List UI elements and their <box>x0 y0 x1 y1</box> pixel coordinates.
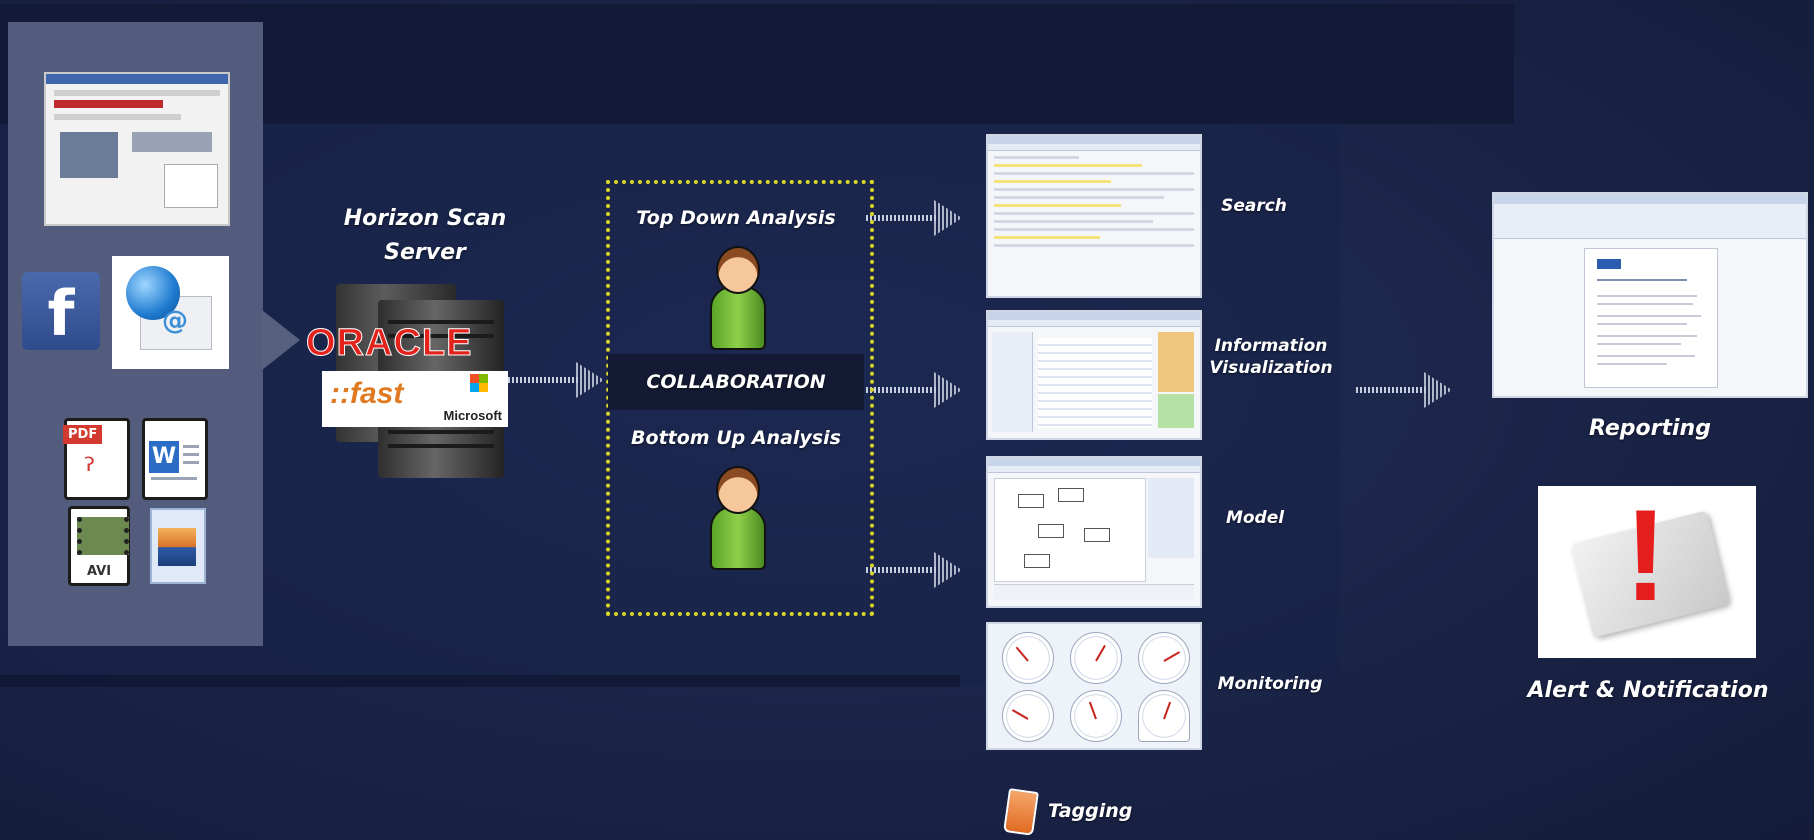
email-icon: @ <box>112 256 229 369</box>
search-screenshot <box>986 134 1202 298</box>
alert-notification-label: Alert & Notification <box>1527 678 1769 703</box>
reporting-label: Reporting <box>1589 416 1711 441</box>
top-down-analysis-label: Top Down Analysis <box>636 207 836 229</box>
fast-logo-text: ::fast <box>330 377 404 410</box>
gauge-icon <box>1002 690 1054 742</box>
pdf-tag: PDF <box>63 425 103 444</box>
facebook-icon: f <box>22 272 100 350</box>
bottom-up-analysis-label: Bottom Up Analysis <box>631 427 841 449</box>
data-sources-pointer <box>262 310 300 370</box>
background-band-bottom <box>0 675 960 687</box>
arrow-to-reporting <box>1356 372 1452 408</box>
avi-tag: AVI <box>86 564 112 579</box>
information-label: Information <box>1214 336 1328 356</box>
oracle-logo: ORACLE <box>305 322 473 365</box>
person-icon-top <box>708 246 766 350</box>
model-screenshot <box>986 456 1202 608</box>
arrow-to-search <box>866 200 962 236</box>
tagging-label: Tagging <box>1048 800 1133 822</box>
image-file-icon <box>150 508 206 584</box>
model-label: Model <box>1225 508 1285 528</box>
word-letter: W <box>149 441 179 473</box>
email-at-symbol: @ <box>162 306 188 336</box>
browser-icon <box>44 72 230 226</box>
gauge-icon <box>1002 632 1054 684</box>
avi-file-icon: AVI <box>68 506 130 586</box>
collaboration-bar <box>608 354 864 410</box>
monitoring-screenshot <box>986 622 1202 750</box>
word-file-icon: W <box>142 418 208 500</box>
gauge-icon <box>1138 690 1190 742</box>
alert-envelope-icon: ! <box>1538 486 1756 658</box>
arrow-to-model <box>866 552 962 588</box>
collaboration-label: COLLABORATION <box>646 371 826 393</box>
microsoft-logo-text: Microsoft <box>443 408 503 423</box>
gauge-icon <box>1138 632 1190 684</box>
server-title-line1: Horizon Scan <box>343 206 507 231</box>
pdf-file-icon: PDF ˀ <box>63 418 130 500</box>
arrow-to-visualization <box>866 372 962 408</box>
gauge-icon <box>1070 632 1122 684</box>
monitoring-label: Monitoring <box>1217 674 1323 694</box>
facebook-letter: f <box>47 277 75 350</box>
arrow-server-to-collaboration <box>508 362 604 398</box>
tag-icon <box>1003 788 1039 836</box>
person-icon-bottom <box>708 466 766 570</box>
reporting-screenshot <box>1492 192 1808 398</box>
gauge-icon <box>1070 690 1122 742</box>
visualization-label: Visualization <box>1209 358 1333 378</box>
server-title-line2: Server <box>384 240 466 265</box>
search-label: Search <box>1221 196 1287 216</box>
fast-microsoft-logo: ::fast Microsoft <box>322 371 508 427</box>
information-visualization-screenshot <box>986 310 1202 440</box>
